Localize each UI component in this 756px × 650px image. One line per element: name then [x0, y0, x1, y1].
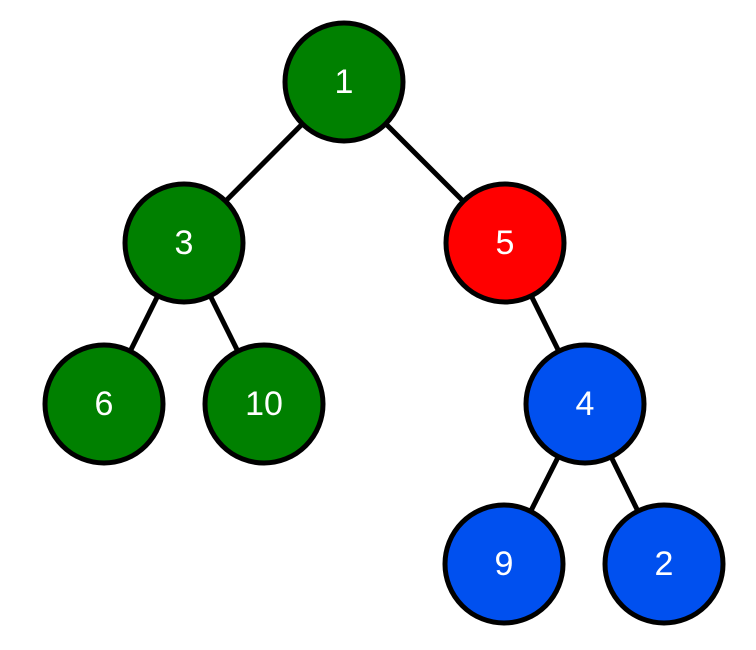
tree-node-6: 6	[42, 342, 166, 466]
tree-node-label: 9	[495, 545, 514, 583]
tree-node-label: 5	[496, 224, 515, 262]
tree-nodes: 1 3 5 6 10 4 9 2	[42, 20, 726, 626]
tree-node-circle	[202, 342, 326, 466]
tree-node-circle	[523, 342, 647, 466]
tree-edges	[128, 121, 641, 513]
tree-node-circle	[122, 181, 246, 305]
tree-edge-n1-n3	[223, 122, 305, 203]
tree-node-5: 5	[443, 181, 567, 305]
tree-node-label: 1	[335, 63, 354, 101]
tree-edge-n4-n9	[528, 455, 561, 513]
tree-node-label: 10	[245, 385, 283, 423]
tree-node-10: 10	[202, 342, 326, 466]
tree-node-1: 1	[282, 20, 406, 144]
tree-edge-n4-n2	[608, 455, 641, 513]
tree-node-label: 2	[655, 545, 674, 583]
tree-node-label: 4	[576, 385, 595, 423]
tree-node-3: 3	[122, 181, 246, 305]
tree-edge-n3-n10	[208, 294, 240, 353]
tree-node-4: 4	[523, 342, 647, 466]
tree-node-circle	[42, 342, 166, 466]
tree-edge-n1-n5	[383, 121, 466, 204]
tree-node-circle	[282, 20, 406, 144]
tree-edge-n3-n6	[128, 294, 160, 353]
tree-node-label: 3	[175, 224, 194, 262]
tree-node-2: 2	[602, 502, 726, 626]
tree-edge-n5-n4	[529, 294, 561, 353]
tree-node-circle	[602, 502, 726, 626]
tree-node-label: 6	[95, 385, 114, 423]
tree-node-circle	[442, 502, 566, 626]
tree-node-circle	[443, 181, 567, 305]
tree-node-9: 9	[442, 502, 566, 626]
